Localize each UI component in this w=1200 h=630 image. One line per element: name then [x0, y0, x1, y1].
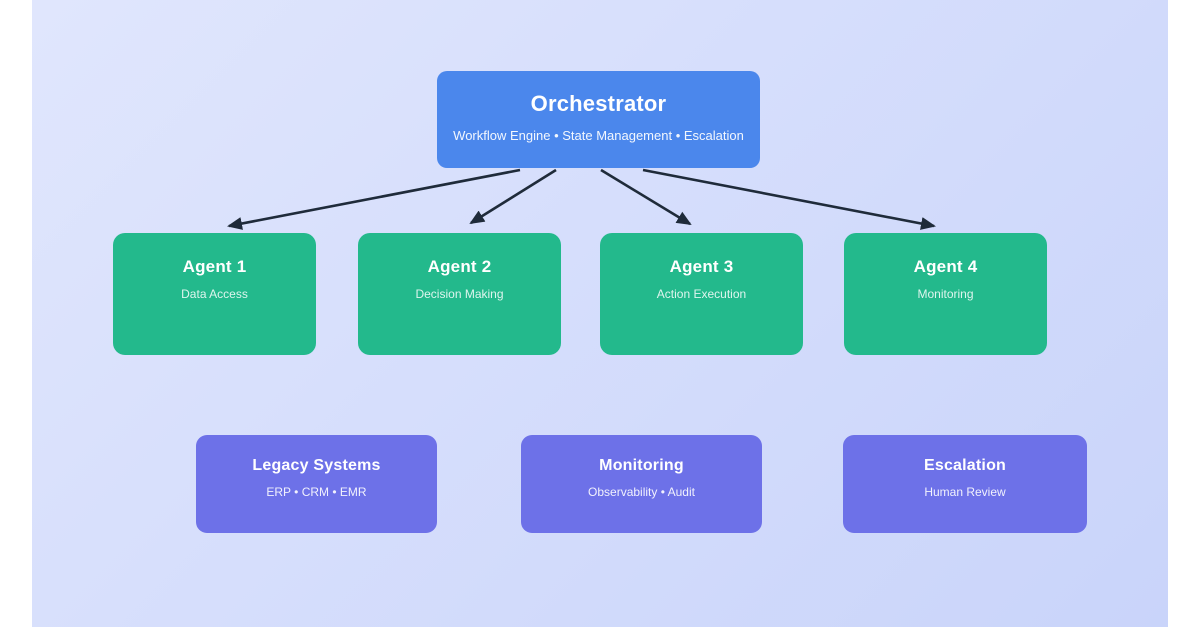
agent-1-title: Agent 1	[182, 257, 247, 276]
agent-2-node: Agent 2 Decision Making	[358, 233, 561, 355]
agent-3-node: Agent 3 Action Execution	[600, 233, 803, 355]
agent-3-title: Agent 3	[669, 257, 734, 276]
agent-2-subtitle: Decision Making	[415, 287, 504, 301]
agent-2-title: Agent 2	[427, 257, 492, 276]
agent-4-subtitle: Monitoring	[917, 287, 974, 301]
escalation-subtitle: Human Review	[924, 485, 1006, 499]
agent-1-node: Agent 1 Data Access	[113, 233, 316, 355]
agent-3-subtitle: Action Execution	[656, 287, 747, 301]
monitoring-subtitle: Observability • Audit	[588, 485, 695, 499]
orchestrator-node: Orchestrator Workflow Engine • State Man…	[437, 71, 760, 168]
monitoring-node: Monitoring Observability • Audit	[521, 435, 762, 533]
agent-1-subtitle: Data Access	[181, 287, 248, 301]
legacy-systems-node: Legacy Systems ERP • CRM • EMR	[196, 435, 437, 533]
agent-4-title: Agent 4	[913, 257, 978, 276]
orchestrator-subtitle: Workflow Engine • State Management • Esc…	[453, 128, 744, 143]
orchestrator-title: Orchestrator	[530, 91, 667, 116]
legacy-systems-title: Legacy Systems	[252, 457, 381, 474]
legacy-systems-subtitle: ERP • CRM • EMR	[266, 485, 367, 499]
monitoring-title: Monitoring	[599, 457, 684, 474]
escalation-node: Escalation Human Review	[843, 435, 1087, 533]
escalation-title: Escalation	[923, 457, 1007, 474]
agent-4-node: Agent 4 Monitoring	[844, 233, 1047, 355]
